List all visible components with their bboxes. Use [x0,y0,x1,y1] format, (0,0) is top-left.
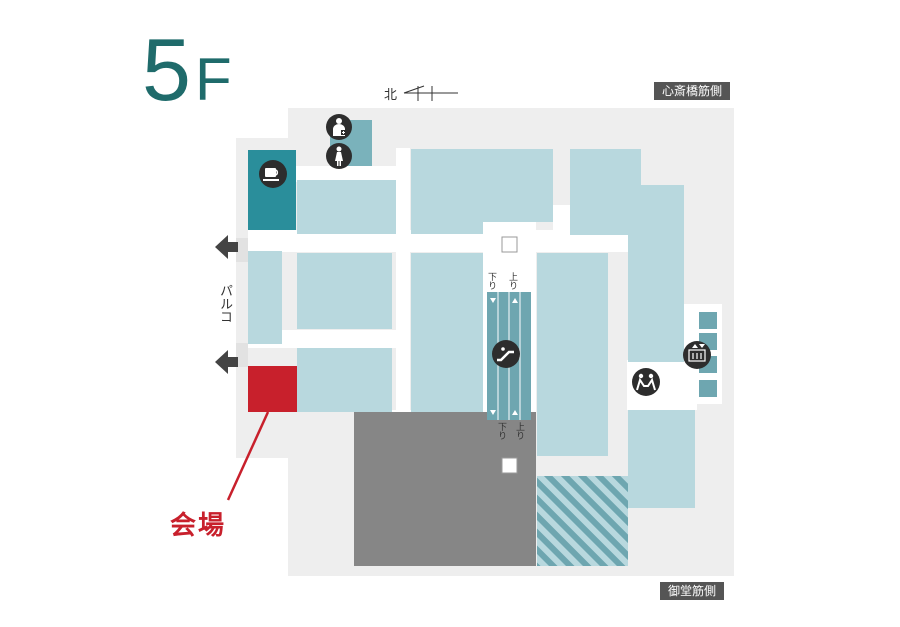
escalator-down-label-bottom: 下り [496,422,506,440]
cafe-icon [259,160,287,188]
escalator-down-label-top: 下り [486,272,496,290]
rest-area-icon [632,368,660,396]
venue-leader-line [226,411,270,501]
hatched-area [537,476,628,566]
escalator-icon [492,340,520,368]
store-block [411,149,483,234]
store-block [570,149,641,235]
store-block [628,234,684,362]
nursing-room-icon [326,114,352,140]
store-block [297,180,396,234]
store-block [248,251,282,344]
store-block [537,253,608,456]
venue-label: 会場 [170,511,227,541]
parco-label: パルコ [217,284,232,323]
store-block [483,149,553,222]
entrance-marker-north [501,236,518,253]
escalator-up-label-bottom: 上り [514,422,524,440]
entrance-marker-south [501,457,518,474]
north-label: 北 [384,88,398,103]
floor-number: 5 [142,20,191,119]
south-street-tag: 御堂筋側 [660,582,725,600]
store-block [628,410,695,508]
store-block [297,253,392,329]
arrow-to-parco-upper [215,235,248,262]
arrow-to-parco-lower [215,343,248,374]
store-block [297,348,392,412]
restroom-icon [326,143,352,169]
north-street-tag: 心斎橋筋側 [654,82,731,100]
escalator-up-label-top: 上り [507,272,517,290]
venue-area [248,366,297,412]
north-arrow [403,85,458,101]
elevator-icon [683,341,711,369]
floor-suffix: F [194,46,232,113]
gray-block [354,412,536,566]
